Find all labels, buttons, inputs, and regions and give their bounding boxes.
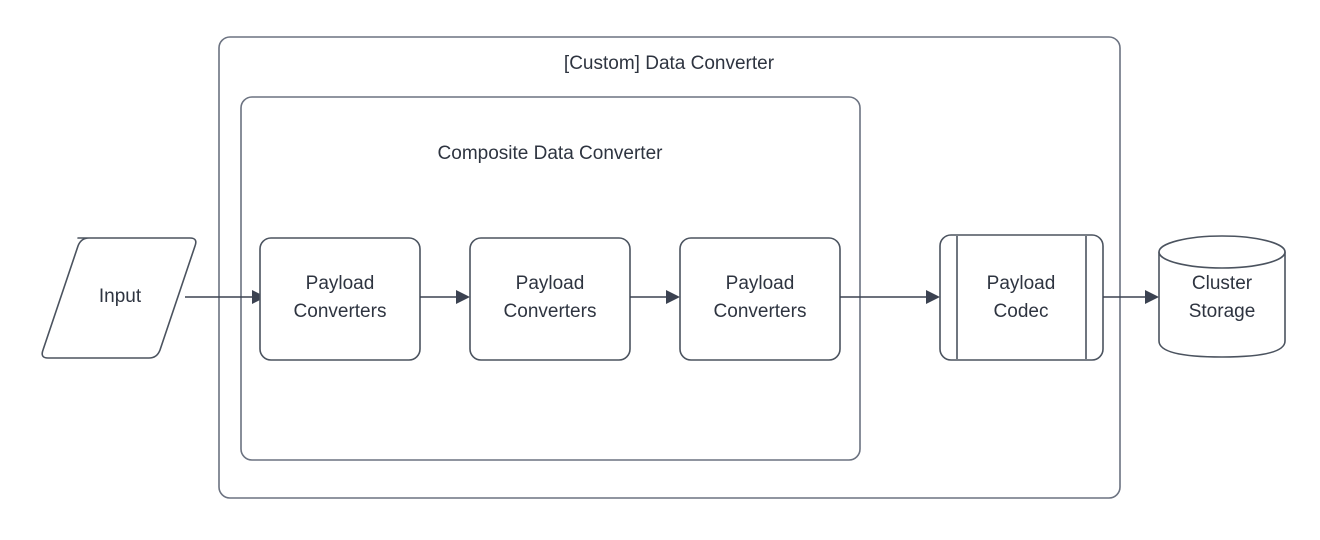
- node-cluster-storage-top-ellipse: [1158, 235, 1286, 269]
- node-payload-converters-3-shape[interactable]: [679, 237, 841, 361]
- node-input-label: Input: [99, 286, 142, 307]
- node-input-shape[interactable]: [41, 237, 197, 359]
- node-payload-converters-1-label-line2: Converters: [294, 301, 387, 322]
- edge-payload-codec-to-cluster-storage: [1103, 290, 1159, 304]
- node-payload-converters-2-label-line2: Converters: [504, 301, 597, 322]
- container-custom-data-converter-label: [Custom] Data Converter: [564, 53, 775, 74]
- node-cluster-storage-label-line2: Storage: [1189, 301, 1256, 322]
- edge-payload-converters-1-to-2: [420, 290, 470, 304]
- node-payload-codec-shape[interactable]: [939, 234, 1104, 361]
- container-composite-data-converter[interactable]: [240, 96, 861, 461]
- edge-payload-converters-3-to-payload-codec: [840, 290, 940, 304]
- node-payload-converters-2-label-line1: Payload: [516, 273, 585, 294]
- node-cluster-storage-body[interactable]: [1158, 251, 1286, 358]
- node-payload-converters-1-shape[interactable]: [259, 237, 421, 361]
- node-payload-codec-label-line2: Codec: [994, 301, 1049, 322]
- edge-payload-converters-2-to-3: [630, 290, 680, 304]
- node-payload-converters-1-label-line1: Payload: [306, 273, 375, 294]
- node-payload-converters-3-label-line2: Converters: [714, 301, 807, 322]
- container-custom-data-converter[interactable]: [218, 36, 1121, 499]
- node-payload-converters-2-shape[interactable]: [469, 237, 631, 361]
- node-payload-converters-3-label-line1: Payload: [726, 273, 795, 294]
- node-cluster-storage-label-line1: Cluster: [1192, 273, 1253, 294]
- edge-input-to-payload-converters-1: [185, 290, 266, 304]
- node-payload-codec-label-line1: Payload: [987, 273, 1056, 294]
- container-composite-data-converter-label: Composite Data Converter: [438, 143, 664, 164]
